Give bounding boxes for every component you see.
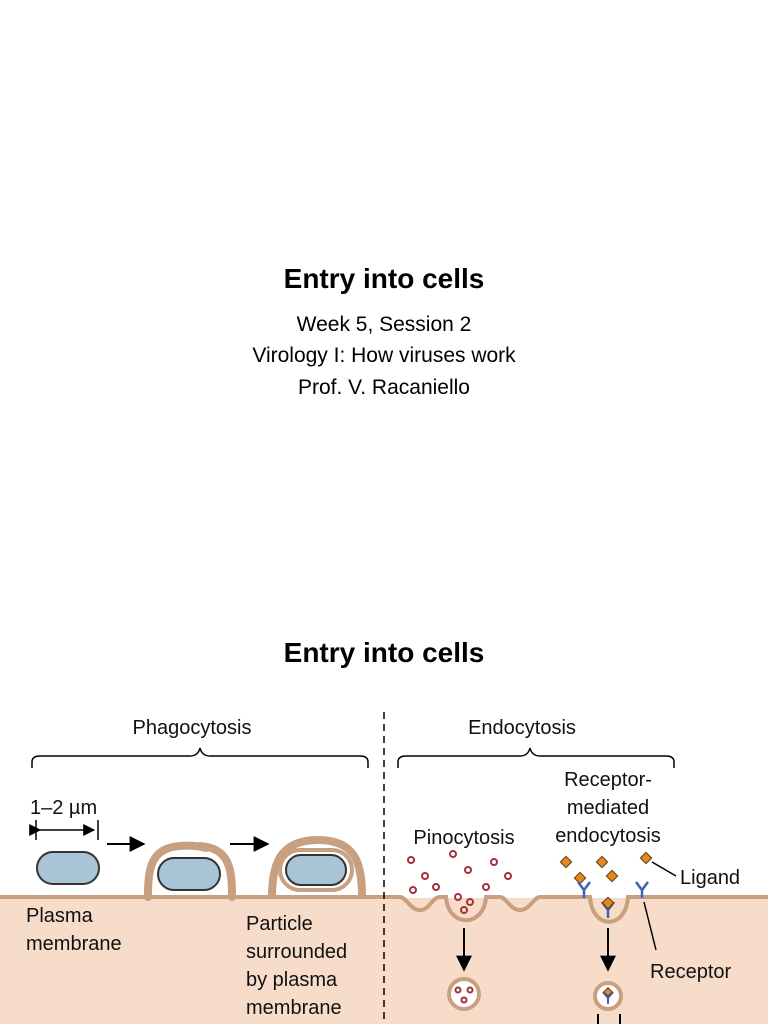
course-name-line: Virology I: How viruses work bbox=[252, 344, 516, 367]
slide-title: Entry into cells bbox=[283, 637, 485, 668]
receptor-label: Receptor bbox=[650, 961, 731, 983]
course-week-line: Week 5, Session 2 bbox=[296, 313, 472, 336]
particle-label-4: membrane bbox=[246, 997, 342, 1019]
particle-label-1: Particle bbox=[246, 913, 313, 935]
receptors bbox=[577, 881, 649, 918]
diagram-slide: Entry into cells Phagocytosis Endocytosi… bbox=[0, 512, 768, 1024]
particle-label-2: surrounded bbox=[246, 941, 347, 963]
fluid-dots bbox=[407, 850, 512, 914]
phagocytosis-label: Phagocytosis bbox=[133, 717, 252, 739]
particle-free bbox=[36, 851, 100, 885]
rme-label-3: endocytosis bbox=[555, 825, 661, 847]
professor-line: Prof. V. Racaniello bbox=[298, 376, 470, 399]
endocytosis-brace bbox=[397, 747, 675, 768]
pinocytic-vesicle bbox=[447, 977, 481, 1011]
pseudopod bbox=[144, 841, 236, 901]
slide-title: Entry into cells bbox=[283, 263, 485, 294]
particle-engulfing bbox=[157, 857, 221, 891]
plasma-membrane bbox=[0, 895, 768, 924]
receptor-pointer bbox=[643, 901, 657, 951]
particle-label-3: by plasma bbox=[246, 969, 338, 991]
size-label: 1–2 µm bbox=[30, 797, 97, 819]
particle-enclosed bbox=[285, 854, 347, 886]
rme-label-2: mediated bbox=[567, 797, 649, 819]
phagocytosis-brace bbox=[31, 747, 369, 768]
ligand-pointer bbox=[651, 861, 677, 877]
title-slide: Entry into cells Week 5, Session 2 Virol… bbox=[252, 263, 516, 399]
endocytosis-label: Endocytosis bbox=[468, 717, 576, 739]
plasma-label: Plasma bbox=[26, 905, 94, 927]
ligand-molecules bbox=[559, 851, 653, 885]
pinocytosis-label: Pinocytosis bbox=[413, 827, 514, 849]
entry-diagram: Phagocytosis Endocytosis 1–2 µm Plasma m… bbox=[0, 712, 768, 1024]
ligand-label: Ligand bbox=[680, 867, 740, 889]
enclosing-membrane bbox=[268, 835, 366, 898]
rme-label-1: Receptor- bbox=[564, 769, 652, 791]
membrane-label: membrane bbox=[26, 933, 122, 955]
